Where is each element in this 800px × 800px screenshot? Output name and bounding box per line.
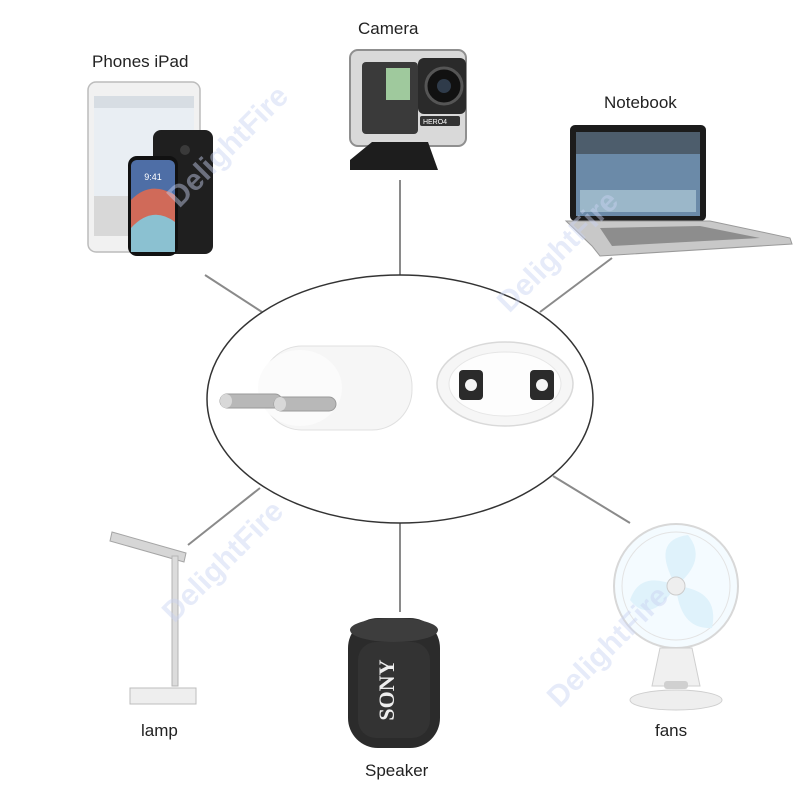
label-speaker: Speaker <box>365 761 429 780</box>
notebook-image <box>564 125 793 257</box>
label-lamp: lamp <box>141 721 178 740</box>
fan-image <box>613 523 739 711</box>
label-phones-ipad: Phones iPad <box>92 52 189 71</box>
plug-adapter-socket <box>436 341 574 427</box>
camera-model-text: HERO4 <box>423 119 447 126</box>
camera-image: HERO4 <box>349 49 467 170</box>
connector-phones <box>204 274 263 313</box>
label-camera: Camera <box>358 19 419 38</box>
speaker-image: SONY <box>348 618 440 748</box>
lamp-image <box>109 531 197 705</box>
plug-adapter-pins <box>219 345 413 431</box>
connector-fans <box>552 475 631 524</box>
phone-clock-text: 9:41 <box>144 172 162 182</box>
label-notebook: Notebook <box>604 93 677 112</box>
speaker-brand-text: SONY <box>374 659 399 720</box>
connector-notebook <box>539 257 613 313</box>
connector-lamp <box>187 487 261 546</box>
phones-ipad-image: 9:41 <box>87 81 213 256</box>
label-fans: fans <box>655 721 688 740</box>
connector-lines <box>187 180 631 612</box>
